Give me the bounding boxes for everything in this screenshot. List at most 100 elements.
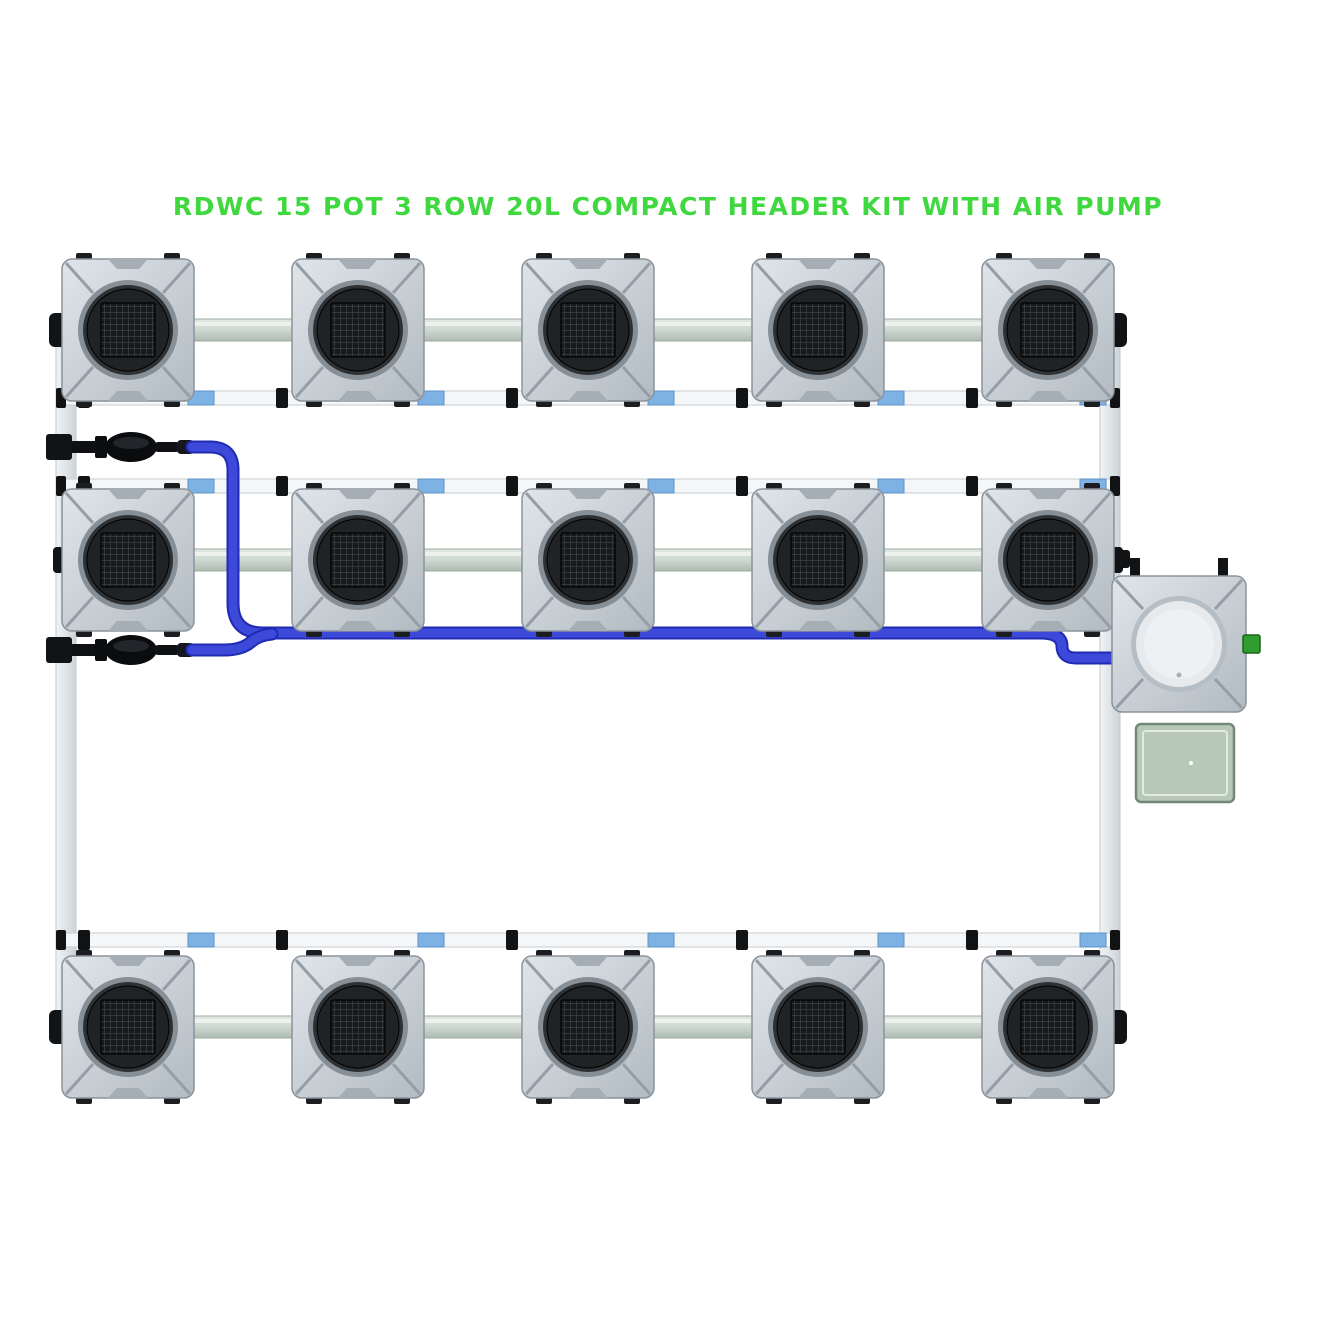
valve-outlet [155, 645, 179, 655]
pipe-connector [187, 478, 215, 494]
pot-r1-c2 [291, 253, 425, 407]
pot-bevel [524, 261, 652, 399]
air-pump-face [1142, 730, 1228, 796]
valve-outlet [155, 442, 179, 452]
pot-bevel [984, 491, 1112, 629]
air-pump-led [1189, 761, 1193, 765]
reservoir-post [1130, 558, 1140, 578]
pot-r1-c4 [751, 253, 885, 407]
mesh-basket [100, 999, 156, 1055]
pot-r3-c1 [61, 950, 195, 1104]
valve-tee [46, 434, 72, 460]
pot-r3-c3 [521, 950, 655, 1104]
pot-bevel [984, 958, 1112, 1096]
pipe-clip [966, 388, 978, 408]
pot-bevel [754, 261, 882, 399]
pipe-clip [506, 476, 518, 496]
valve-tee [46, 637, 72, 663]
mesh-basket [1020, 999, 1076, 1055]
pipe-end-cap [1110, 476, 1120, 496]
pot-bevel [754, 958, 882, 1096]
pot-r1-c5 [981, 253, 1115, 407]
valve-stem [72, 441, 98, 453]
valve-body-sheen [113, 437, 149, 449]
pot-r1-c3 [521, 253, 655, 407]
pot-bevel [524, 958, 652, 1096]
pipe-clip [966, 930, 978, 950]
mesh-basket [560, 302, 616, 358]
mesh-basket [100, 532, 156, 588]
mesh-basket [1020, 302, 1076, 358]
pot-r2-c1 [61, 483, 195, 637]
pot-r3-c5 [981, 950, 1115, 1104]
equipment-layer [1111, 558, 1261, 804]
pipe-clip [506, 930, 518, 950]
pots-layer [61, 253, 1115, 1104]
pot-r2-c4 [751, 483, 885, 637]
pot-bevel [524, 491, 652, 629]
mesh-basket [330, 302, 386, 358]
shutoff-valve [46, 432, 194, 462]
pot-bevel [294, 261, 422, 399]
pipe-end-cap [56, 476, 66, 496]
pipe-connector [647, 932, 675, 948]
green-fitting [1242, 634, 1261, 654]
pipe-clip [736, 388, 748, 408]
pot-r2-c5 [981, 483, 1115, 637]
pipe-connector [877, 932, 905, 948]
mesh-basket [790, 302, 846, 358]
pipe-end-cap [56, 930, 66, 950]
pot-r2-c2 [291, 483, 425, 637]
pipe-connector [1079, 932, 1107, 948]
mesh-basket [560, 999, 616, 1055]
mesh-basket [790, 999, 846, 1055]
valve-collar [95, 436, 107, 458]
pipe-clip [78, 930, 90, 950]
shutoff-valve [46, 635, 194, 665]
reservoir-lid-dot [1176, 672, 1182, 678]
pipe-clip [966, 476, 978, 496]
pipe-connector [417, 478, 445, 494]
mesh-basket [560, 532, 616, 588]
mesh-basket [330, 999, 386, 1055]
pipe-end-cap [1110, 930, 1120, 950]
pot-bevel [64, 261, 192, 399]
pipe-connector [417, 932, 445, 948]
mesh-basket [330, 532, 386, 588]
pot-bevel [984, 261, 1112, 399]
valve-stem [72, 644, 98, 656]
pot-bevel [294, 958, 422, 1096]
hoses-layer [185, 440, 1125, 665]
pot-bevel [64, 491, 192, 629]
pipe-connector [647, 478, 675, 494]
pipe-clip [276, 476, 288, 496]
pipe-clip [276, 930, 288, 950]
pot-r2-c3 [521, 483, 655, 637]
pipe-clip [506, 388, 518, 408]
pot-bevel [64, 958, 192, 1096]
pipe-clip [276, 388, 288, 408]
valve-collar [95, 639, 107, 661]
reservoir-bevel [1114, 578, 1244, 710]
return-pipe [59, 932, 1117, 948]
pot-r3-c2 [291, 950, 425, 1104]
pipes-layer [55, 313, 1121, 1044]
blue-hose [187, 629, 277, 655]
mesh-basket [100, 302, 156, 358]
mesh-basket [790, 532, 846, 588]
pot-r3-c4 [751, 950, 885, 1104]
product-title: RDWC 15 POT 3 ROW 20L COMPACT HEADER KIT… [172, 192, 1164, 221]
pot-bevel [294, 491, 422, 629]
pipe-connector [187, 932, 215, 948]
reservoir-lid-center [1144, 609, 1214, 679]
pot-r1-c1 [61, 253, 195, 407]
pipe-clip [736, 930, 748, 950]
pipe-connector [877, 478, 905, 494]
air-pump [1134, 722, 1236, 804]
valve-body-sheen [113, 640, 149, 652]
header-reservoir [1111, 558, 1261, 713]
pot-bevel [754, 491, 882, 629]
reservoir-post [1218, 558, 1228, 578]
